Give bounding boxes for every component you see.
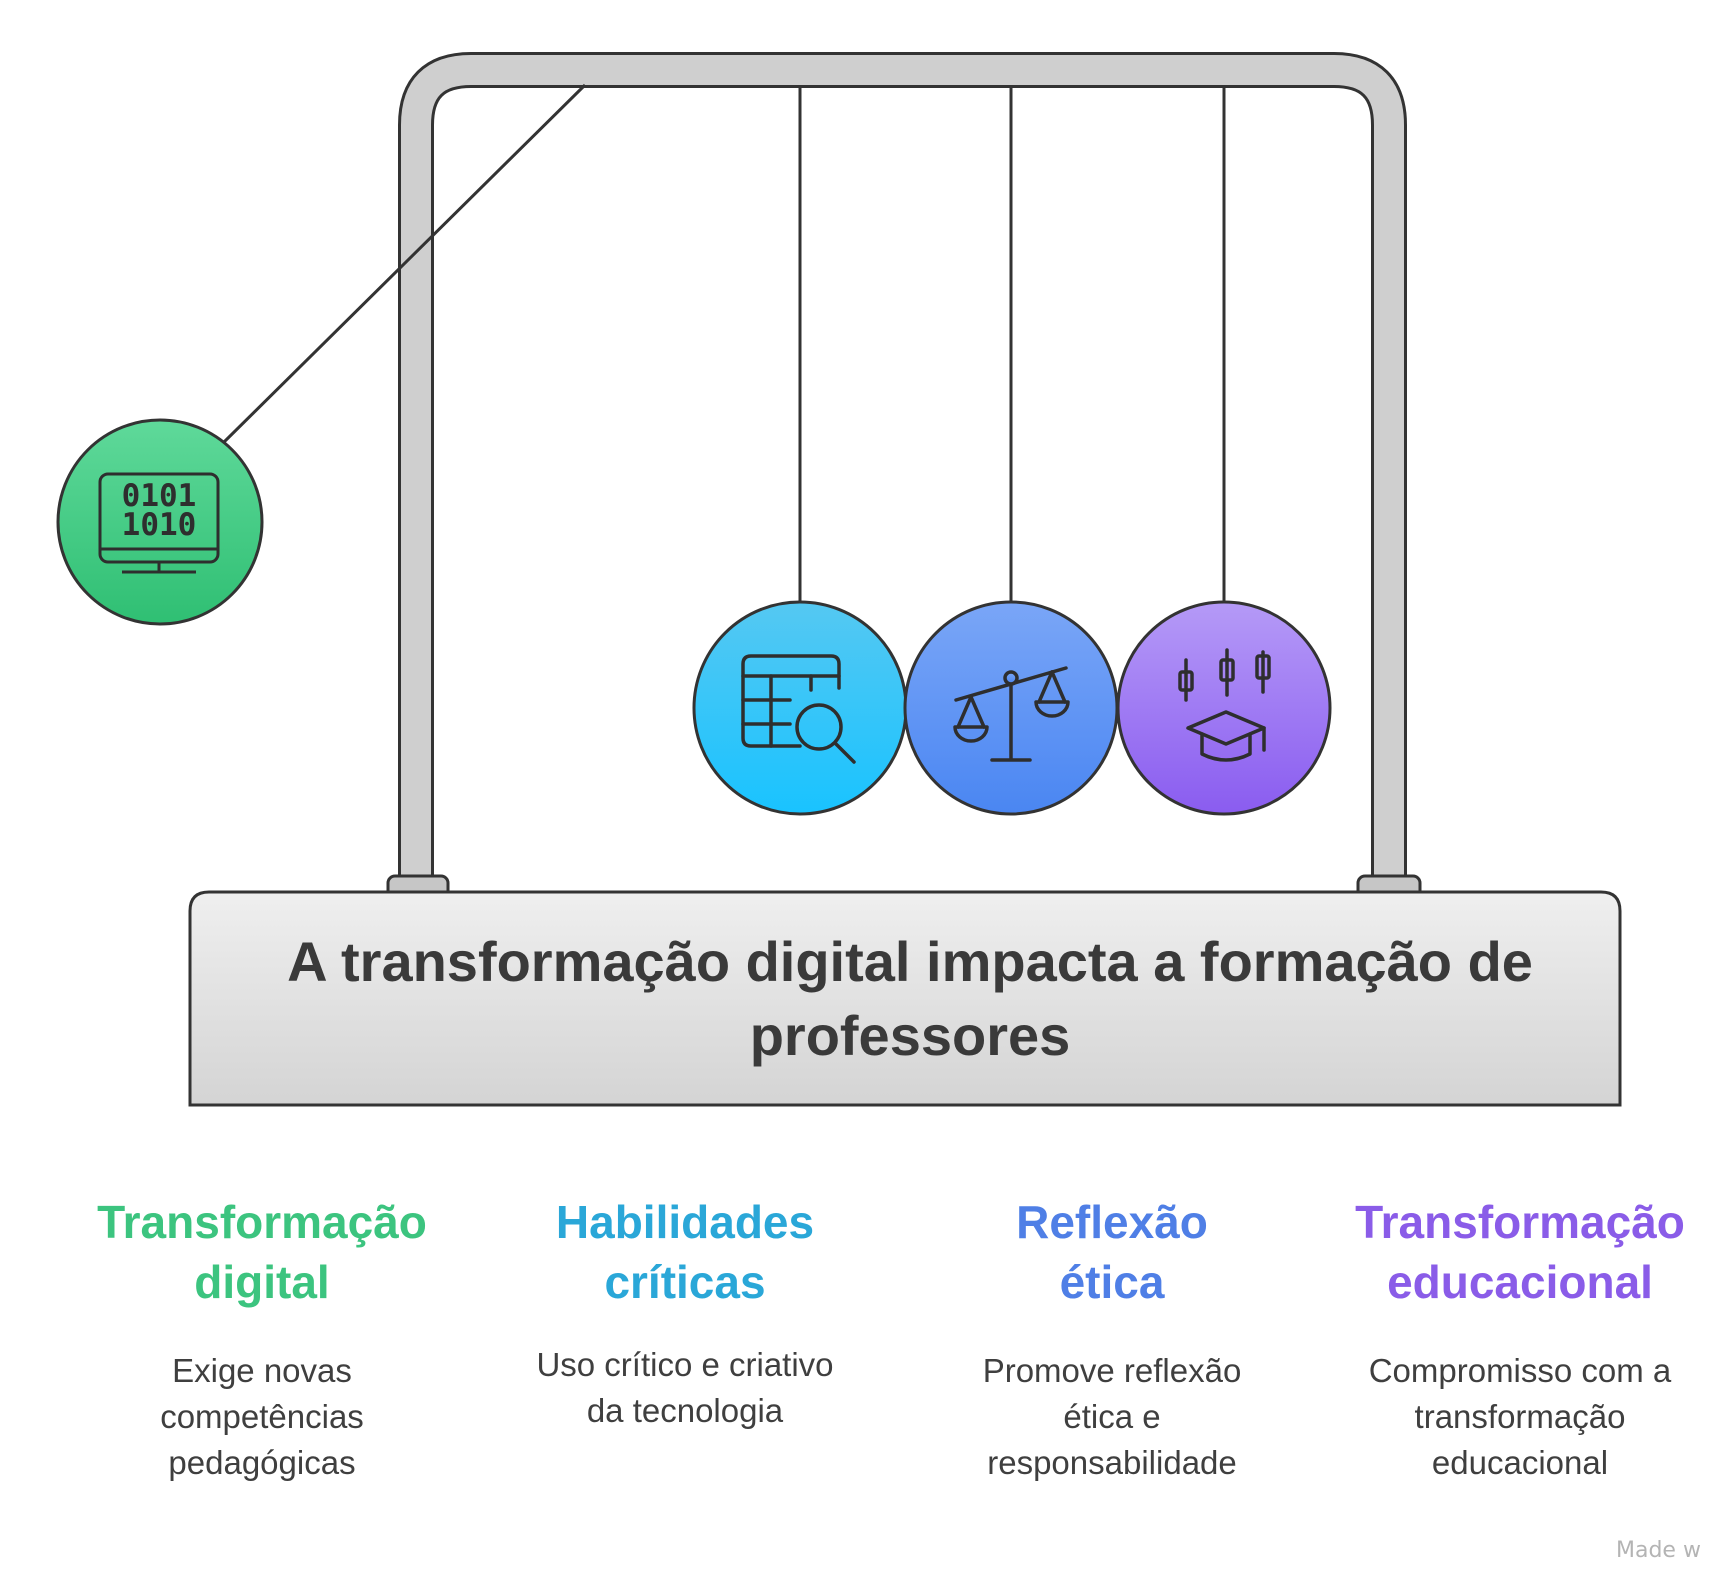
heading-line: críticas	[604, 1256, 766, 1308]
title-line-2: professores	[749, 1004, 1071, 1067]
description-line: competências	[160, 1398, 364, 1435]
heading-line: ética	[1059, 1256, 1165, 1308]
heading-line: digital	[194, 1256, 330, 1308]
item-reflexao-etica: Reflexão ética Promove reflexão ética e …	[917, 1192, 1307, 1486]
title-line-1: A transformação digital impacta a formaç…	[287, 930, 1533, 993]
item-habilidades-criticas: Habilidades críticas Uso crítico e criat…	[490, 1192, 880, 1434]
heading-line: Habilidades	[555, 1196, 815, 1248]
heading-line: educacional	[1387, 1256, 1653, 1308]
description-line: Exige novas	[172, 1352, 352, 1389]
graduation-chart-icon	[1178, 648, 1271, 762]
description-line: responsabilidade	[987, 1444, 1237, 1481]
binary-monitor-icon: 0101 1010	[98, 472, 220, 574]
svg-text:1010: 1010	[122, 507, 197, 543]
item-description: Uso crítico e criativo da tecnologia	[490, 1342, 880, 1434]
watermark-text: Made w	[1616, 1538, 1701, 1563]
item-heading: Reflexão ética	[917, 1192, 1307, 1312]
item-heading: Habilidades críticas	[490, 1192, 880, 1312]
description-line: Uso crítico e criativo	[536, 1346, 834, 1383]
item-heading: Transformação educacional	[1325, 1192, 1715, 1312]
description-line: educacional	[1431, 1444, 1609, 1481]
description-line: da tecnologia	[586, 1392, 784, 1429]
description-line: ética e	[1063, 1398, 1161, 1435]
scales-icon	[953, 666, 1070, 762]
item-description: Exige novas competências pedagógicas	[67, 1348, 457, 1486]
cradle-base	[188, 890, 1622, 1107]
ball-transformacao-digital: 0101 1010	[56, 418, 264, 626]
table-search-icon	[741, 654, 856, 764]
ball-reflexao-etica	[903, 600, 1119, 816]
heading-line: Transformação	[97, 1196, 427, 1248]
string-ball-1	[220, 83, 587, 446]
description-line: transformação	[1414, 1398, 1626, 1435]
description-line: Compromisso com a	[1368, 1352, 1672, 1389]
description-line: pedagógicas	[168, 1444, 356, 1481]
heading-line: Reflexão	[1016, 1196, 1208, 1248]
item-description: Promove reflexão ética e responsabilidad…	[917, 1348, 1307, 1486]
item-transformacao-digital: Transformação digital Exige novas compet…	[67, 1192, 457, 1486]
ball-transformacao-educacional	[1116, 600, 1332, 816]
diagram-title: A transformação digital impacta a formaç…	[195, 925, 1625, 1073]
svg-text:0101: 0101	[122, 478, 197, 514]
item-heading: Transformação digital	[67, 1192, 457, 1312]
ball-habilidades-criticas	[692, 600, 908, 816]
heading-line: Transformação	[1355, 1196, 1685, 1248]
item-description: Compromisso com a transformação educacio…	[1325, 1348, 1715, 1486]
item-transformacao-educacional: Transformação educacional Compromisso co…	[1325, 1192, 1715, 1486]
description-line: Promove reflexão	[982, 1352, 1242, 1389]
